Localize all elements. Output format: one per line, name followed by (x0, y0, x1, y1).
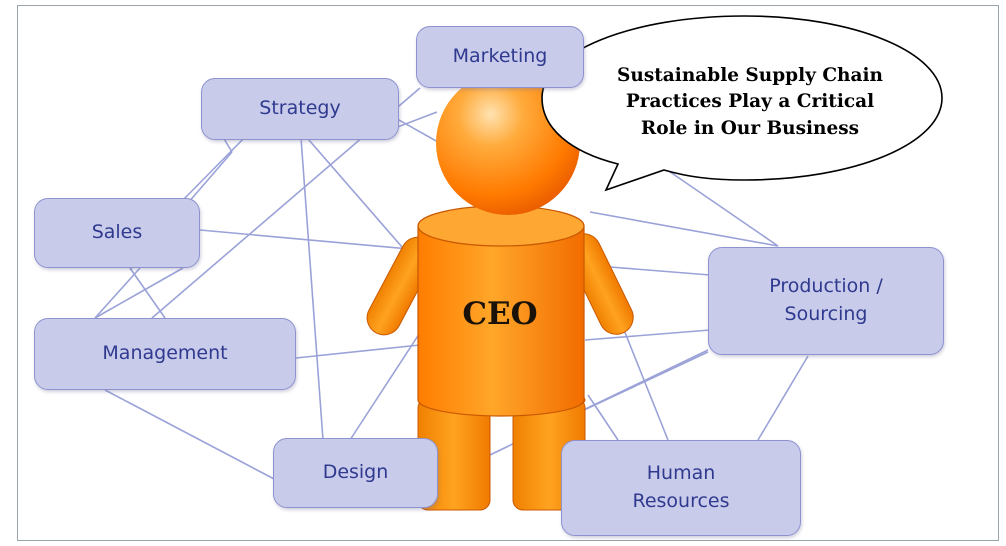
management-label: Management (102, 342, 228, 365)
bubble-line-2: Practices Play a Critical (625, 91, 875, 113)
ceo-body (417, 205, 585, 417)
hr-label-line1: Human (646, 462, 716, 485)
bubble-line-3: Role in Our Business (640, 117, 860, 139)
marketing-label: Marketing (452, 45, 548, 68)
production-sourcing-node: Production / Sourcing (708, 247, 944, 355)
design-node: Design (273, 438, 438, 508)
bubble-line-1: Sustainable Supply Chain (617, 65, 883, 86)
marketing-node: Marketing (416, 26, 584, 88)
design-label: Design (322, 461, 389, 484)
ceo-figure (366, 71, 634, 511)
speech-bubble-text: Sustainable Supply Chain Practices Play … (596, 63, 904, 142)
ceo-label: CEO (462, 296, 538, 332)
production-label-line2: Sourcing (784, 303, 868, 325)
production-label-line1: Production / (769, 275, 883, 298)
sales-label: Sales (91, 221, 143, 244)
human-resources-node: Human Resources (561, 440, 801, 536)
strategy-node: Strategy (201, 78, 399, 140)
sales-node: Sales (34, 198, 200, 268)
hr-label-line2: Resources (632, 490, 730, 512)
strategy-label: Strategy (259, 97, 341, 120)
management-node: Management (34, 318, 296, 390)
